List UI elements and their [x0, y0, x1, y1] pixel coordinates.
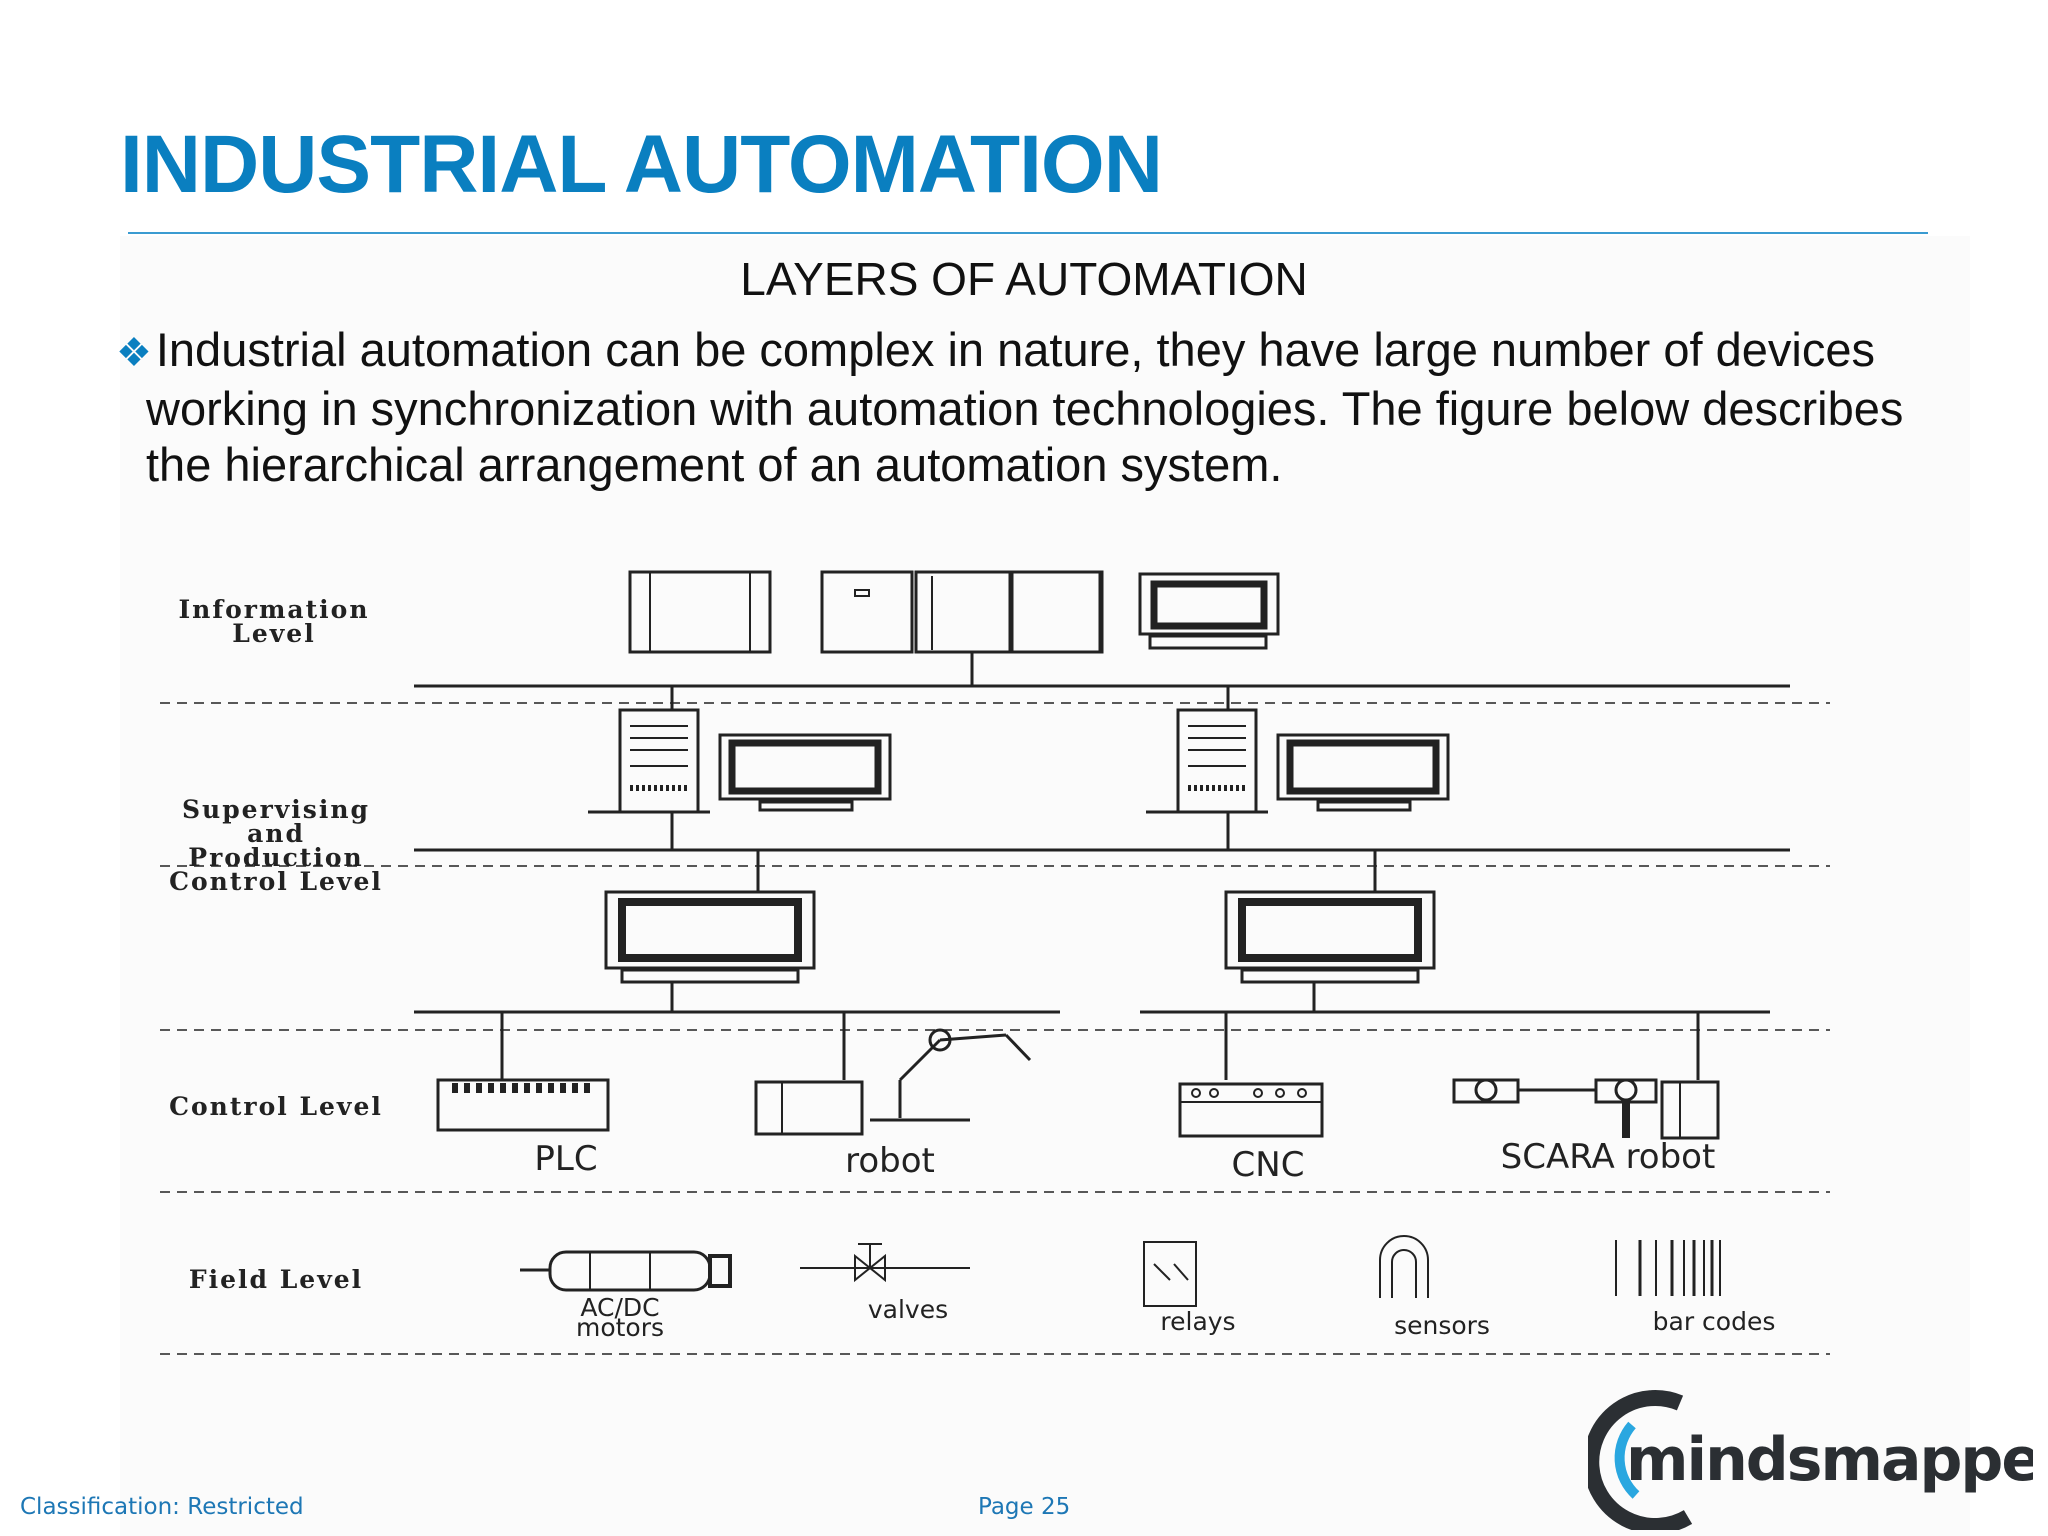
information-level-label: Information	[178, 595, 369, 624]
sensor-icon	[1379, 1235, 1429, 1298]
server-tower-icon-left	[588, 708, 710, 814]
valve-icon	[800, 1243, 970, 1283]
sensors-label: sensors	[1394, 1311, 1490, 1340]
barcodes-label: bar codes	[1653, 1307, 1776, 1336]
motors-label: AC/DC	[580, 1293, 659, 1322]
bullet-text: Industrial automation can be complex in …	[146, 323, 1904, 491]
supervising-level-label: and	[247, 819, 305, 848]
mainframe-icon	[628, 570, 1104, 654]
barcode-icon	[1615, 1240, 1721, 1296]
relay-icon	[1143, 1241, 1197, 1307]
monitor-icon-supervisor-right	[1276, 733, 1450, 812]
plc-label: PLC	[534, 1139, 597, 1179]
control-level-label: Control Level	[169, 1092, 383, 1121]
classification-label: Classification: Restricted	[20, 1494, 304, 1520]
server-tower-icon-right	[1146, 708, 1268, 814]
supervising-level-label: Control Level	[169, 867, 383, 896]
terminal-icon-right	[1224, 890, 1436, 984]
cnc-icon	[1178, 1082, 1324, 1138]
supervising-level-label: Production	[188, 843, 363, 872]
relays-label: relays	[1160, 1307, 1235, 1336]
robot-arm-icon	[754, 1028, 1032, 1136]
page-number: Page 25	[978, 1494, 1071, 1520]
automation-hierarchy-diagram: Information Level Supervising and Produc…	[160, 570, 1830, 1355]
subheading: LAYERS OF AUTOMATION	[740, 253, 1308, 305]
valves-label: valves	[868, 1295, 948, 1324]
scara-robot-label: SCARA robot	[1501, 1137, 1716, 1177]
motors-label: motors	[576, 1313, 664, 1342]
mindsmapped-logo: mindsmapped	[1588, 1390, 2033, 1530]
content-background	[120, 236, 1970, 1536]
slide-title: INDUSTRIAL AUTOMATION	[120, 119, 1163, 210]
supervising-level-label: Supervising	[182, 795, 370, 824]
robot-label: robot	[845, 1141, 935, 1181]
field-level-label: Field Level	[189, 1265, 363, 1294]
motor-icon	[520, 1250, 732, 1292]
diamond-bullet-icon: ❖	[116, 331, 152, 375]
monitor-icon-supervisor-left	[718, 733, 892, 812]
logo-text: mindsmapped	[1626, 1425, 2033, 1495]
bullet-paragraph: ❖Industrial automation can be complex in…	[108, 322, 1968, 493]
scara-robot-icon	[1452, 1078, 1720, 1140]
workstation-icon-top	[1138, 572, 1280, 650]
information-level-label: Level	[232, 619, 315, 648]
cnc-label: CNC	[1232, 1145, 1305, 1185]
terminal-icon-left	[604, 890, 816, 984]
plc-icon	[436, 1078, 610, 1132]
title-divider	[128, 232, 1928, 234]
